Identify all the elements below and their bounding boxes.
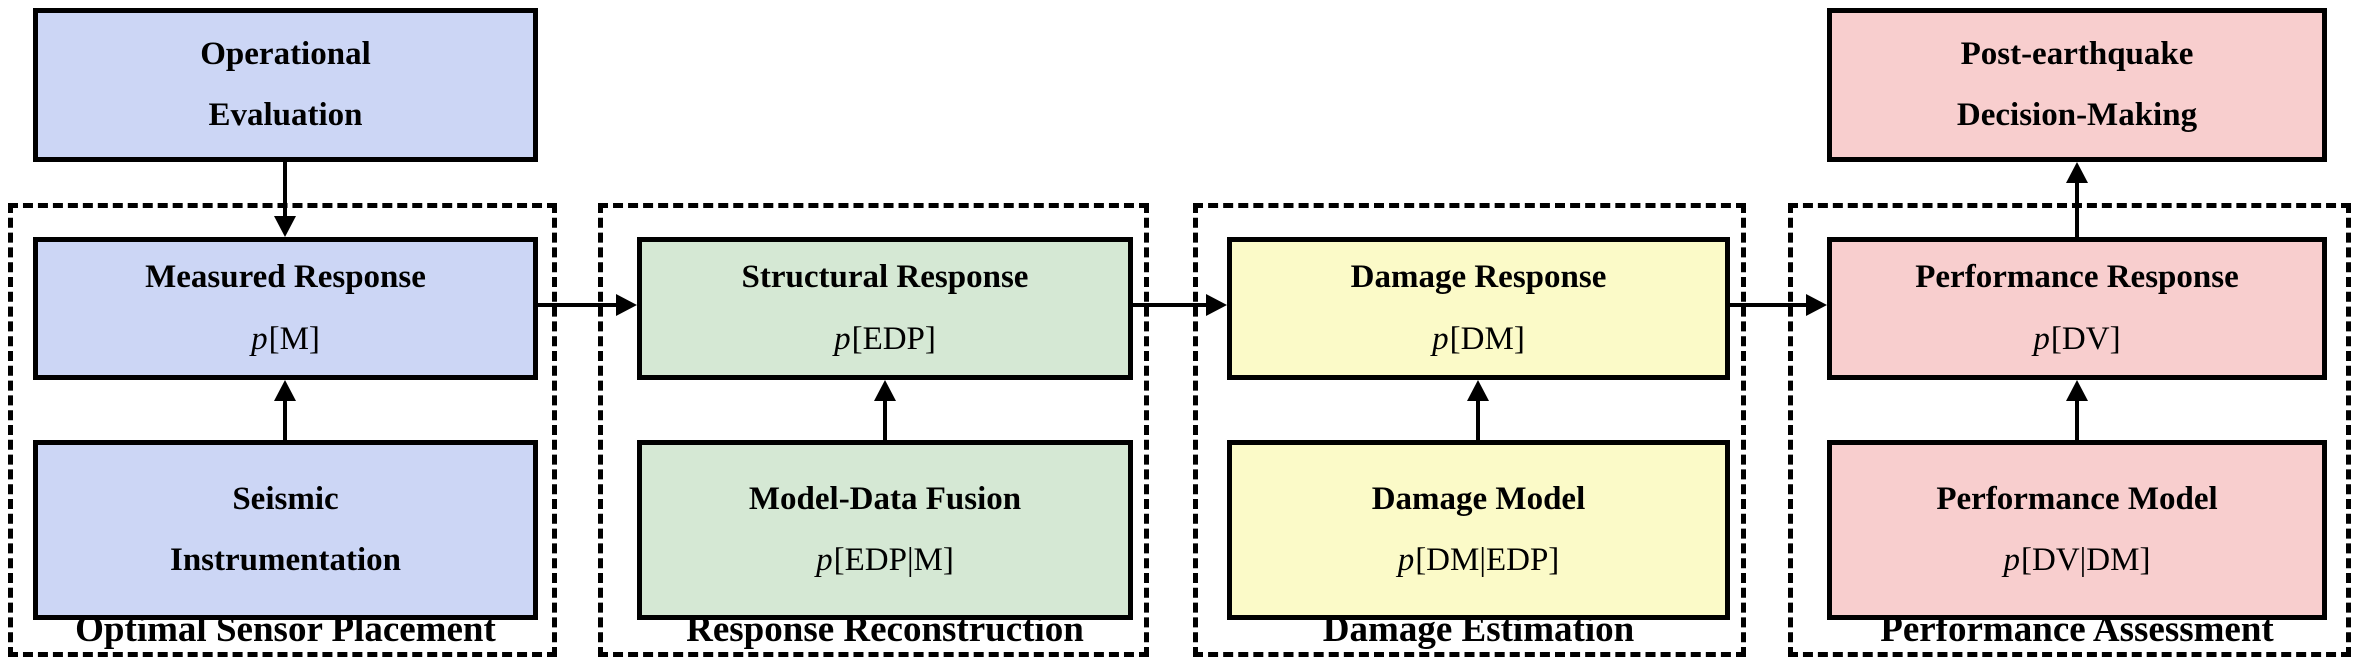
arrow-measured-to-structural-head: [616, 294, 637, 316]
box-seismic-instrumentation: Seismic Instrumentation: [33, 440, 538, 620]
math-variable: p: [2033, 320, 2050, 357]
box-title-line2: Instrumentation: [169, 542, 402, 578]
arrow-measured-to-structural-stem: [538, 303, 618, 307]
box-title-line2: Decision-Making: [1956, 97, 2198, 133]
box-math: p[M]: [251, 309, 320, 370]
box-damage-model: Damage Model p[DM|EDP]: [1227, 440, 1730, 620]
arrow-damagemodel-to-damageresponse-head: [1467, 380, 1489, 401]
arrow-fusion-to-structural-stem: [883, 398, 887, 440]
arrow-seismic-to-measured-stem: [283, 398, 287, 440]
math-variable: p: [251, 320, 268, 357]
arrow-perfresponse-to-decision-head: [2066, 162, 2088, 183]
math-variable: p: [1397, 542, 1415, 578]
math-argument: [DV]: [2050, 320, 2121, 357]
arrow-fusion-to-structural-head: [874, 380, 896, 401]
arrow-damage-to-performance-head: [1806, 294, 1827, 316]
arrow-seismic-to-measured-head: [274, 380, 296, 401]
box-math: p[EDP]: [834, 309, 936, 370]
arrow-perfmodel-to-perfresponse-stem: [2075, 398, 2079, 440]
box-title: Damage Model: [1371, 480, 1586, 517]
arrow-perfresponse-to-decision-stem: [2075, 180, 2079, 237]
box-performance-response: Performance Response p[DV]: [1827, 237, 2327, 380]
math-variable: p: [816, 542, 833, 578]
arrow-structural-to-damage-head: [1206, 294, 1227, 316]
box-title-line1: Seismic: [232, 480, 339, 517]
math-argument: [EDP]: [851, 320, 936, 357]
box-math: p[DM]: [1432, 309, 1525, 370]
math-argument: [DM]: [1449, 320, 1525, 357]
arrow-damage-to-performance-stem: [1730, 303, 1808, 307]
arrow-perfmodel-to-perfresponse-head: [2066, 380, 2088, 401]
arrow-structural-to-damage-stem: [1133, 303, 1208, 307]
math-argument: [DM|EDP]: [1415, 542, 1560, 578]
math-variable: p: [1432, 320, 1449, 357]
box-title: Structural Response: [741, 259, 1029, 296]
box-title: Performance Response: [1915, 259, 2239, 296]
box-damage-response: Damage Response p[DM]: [1227, 237, 1730, 380]
math-argument: [EDP|M]: [833, 542, 954, 578]
box-title-line2: Evaluation: [208, 97, 363, 133]
arrow-operational-to-measured-stem: [283, 162, 287, 220]
math-variable: p: [834, 320, 851, 357]
box-title: Performance Model: [1936, 480, 2218, 517]
box-post-earthquake-decision-making: Post-earthquake Decision-Making: [1827, 8, 2327, 162]
box-math: p[DV]: [2033, 309, 2120, 370]
math-argument: [M]: [268, 320, 320, 357]
box-title: Measured Response: [145, 259, 426, 296]
box-math: p[EDP|M]: [816, 530, 954, 591]
box-measured-response: Measured Response p[M]: [33, 237, 538, 380]
box-title-line1: Post-earthquake: [1960, 35, 2194, 72]
box-title: Damage Response: [1350, 259, 1607, 296]
box-structural-response: Structural Response p[EDP]: [637, 237, 1133, 380]
box-title: Model-Data Fusion: [748, 480, 1022, 517]
math-variable: p: [2003, 542, 2021, 578]
box-performance-model: Performance Model p[DV|DM]: [1827, 440, 2327, 620]
box-title-line1: Operational: [200, 35, 371, 72]
box-model-data-fusion: Model-Data Fusion p[EDP|M]: [637, 440, 1133, 620]
math-argument: [DV|DM]: [2021, 542, 2151, 578]
box-math: p[DV|DM]: [2004, 530, 2151, 591]
arrow-damagemodel-to-damageresponse-stem: [1476, 398, 1480, 440]
box-operational-evaluation: Operational Evaluation: [33, 8, 538, 162]
arrow-operational-to-measured-head: [274, 216, 296, 237]
box-math: p[DM|EDP]: [1398, 530, 1560, 591]
